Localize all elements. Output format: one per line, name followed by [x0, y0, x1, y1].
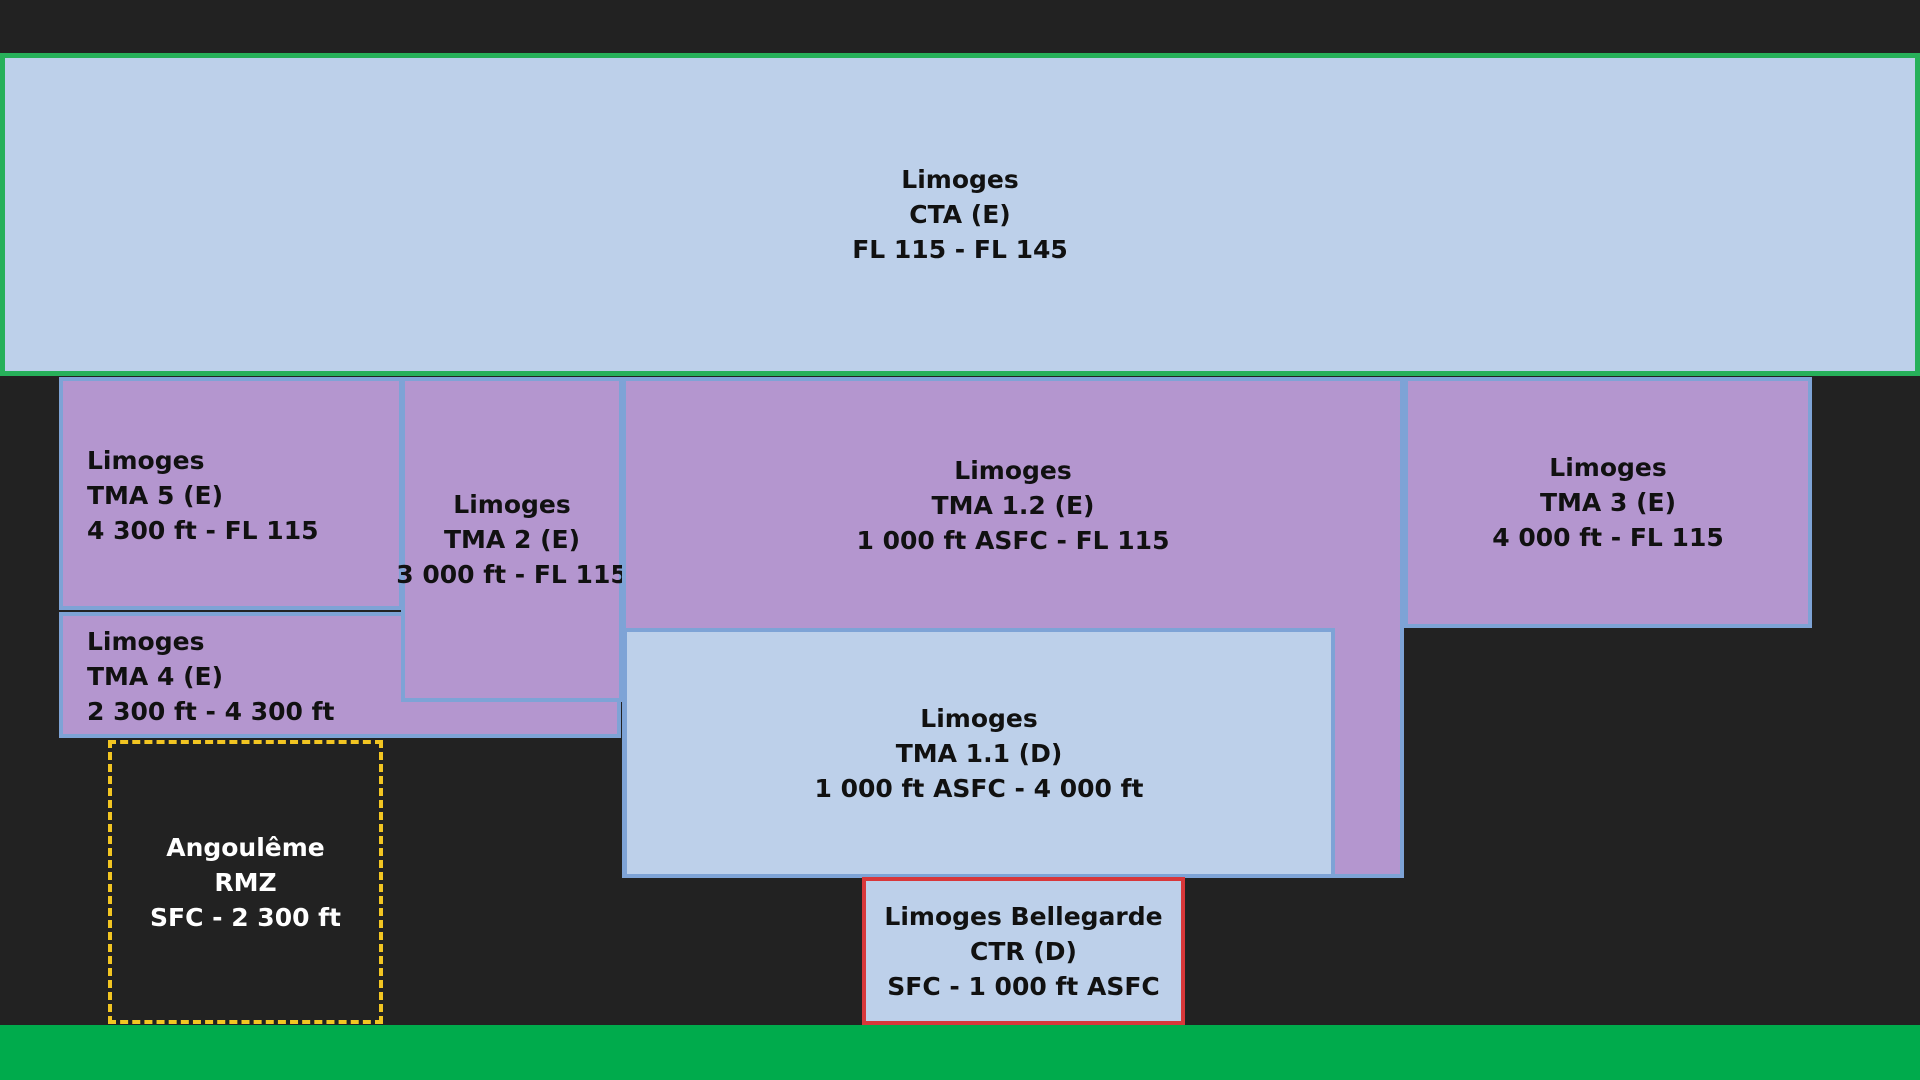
zone-tma-3-class: TMA 3 (E) [1539, 488, 1676, 517]
zone-cta-class: CTA (E) [909, 200, 1011, 229]
zone-cta-limits: FL 115 - FL 145 [852, 235, 1068, 264]
zone-tma-3-name: Limoges [1549, 453, 1667, 482]
zone-rmz-name: Angoulême [166, 832, 325, 862]
zone-ctr-limits: SFC - 1 000 ft ASFC [887, 971, 1160, 1001]
zone-tma-1-1-class: TMA 1.1 (D) [895, 738, 1063, 768]
zone-tma-4-class: TMA 4 (E) [87, 662, 224, 691]
zone-tma-2-class: TMA 2 (E) [443, 525, 580, 554]
zone-tma-1-2-class: TMA 1.2 (E) [931, 491, 1095, 520]
zone-ctr-name: Limoges Bellegarde [884, 901, 1163, 931]
zone-tma-1-1-limits: 1 000 ft ASFC - 4 000 ft [814, 773, 1144, 803]
zone-rmz-class: RMZ [214, 867, 277, 897]
zone-rmz: Angoulême RMZ SFC - 2 300 ft [108, 740, 383, 1024]
zone-tma-3: Limoges TMA 3 (E) 4 000 ft - FL 115 [1404, 377, 1812, 628]
zone-tma-2-limits: 3 000 ft - FL 115 [396, 560, 628, 589]
zone-tma-1-1-name: Limoges [920, 703, 1038, 733]
zone-cta: Limoges CTA (E) FL 115 - FL 145 [0, 53, 1920, 376]
zone-tma-5: Limoges TMA 5 (E) 4 300 ft - FL 115 [59, 377, 403, 610]
zone-tma-3-limits: 4 000 ft - FL 115 [1492, 523, 1724, 552]
zone-rmz-limits: SFC - 2 300 ft [149, 902, 342, 932]
zone-tma-5-class: TMA 5 (E) [87, 481, 224, 510]
zone-tma-5-name: Limoges [87, 446, 205, 475]
zone-ctr-class: CTR (D) [970, 936, 1077, 966]
zone-tma-2: Limoges TMA 2 (E) 3 000 ft - FL 115 [396, 377, 628, 702]
zone-tma-1-1: Limoges TMA 1.1 (D) 1 000 ft ASFC - 4 00… [623, 628, 1335, 878]
zone-tma-4-name: Limoges [87, 627, 205, 656]
zone-ctr: Limoges Bellegarde CTR (D) SFC - 1 000 f… [862, 877, 1185, 1025]
zone-tma-2-name: Limoges [453, 490, 571, 519]
zone-tma-4-limits: 2 300 ft - 4 300 ft [87, 697, 335, 726]
zone-cta-name: Limoges [901, 165, 1019, 194]
zone-tma-1-2-limits: 1 000 ft ASFC - FL 115 [856, 526, 1170, 555]
zone-tma-1-2-name: Limoges [954, 456, 1072, 485]
ground-strip [0, 1025, 1920, 1080]
zone-tma-5-limits: 4 300 ft - FL 115 [87, 516, 319, 545]
